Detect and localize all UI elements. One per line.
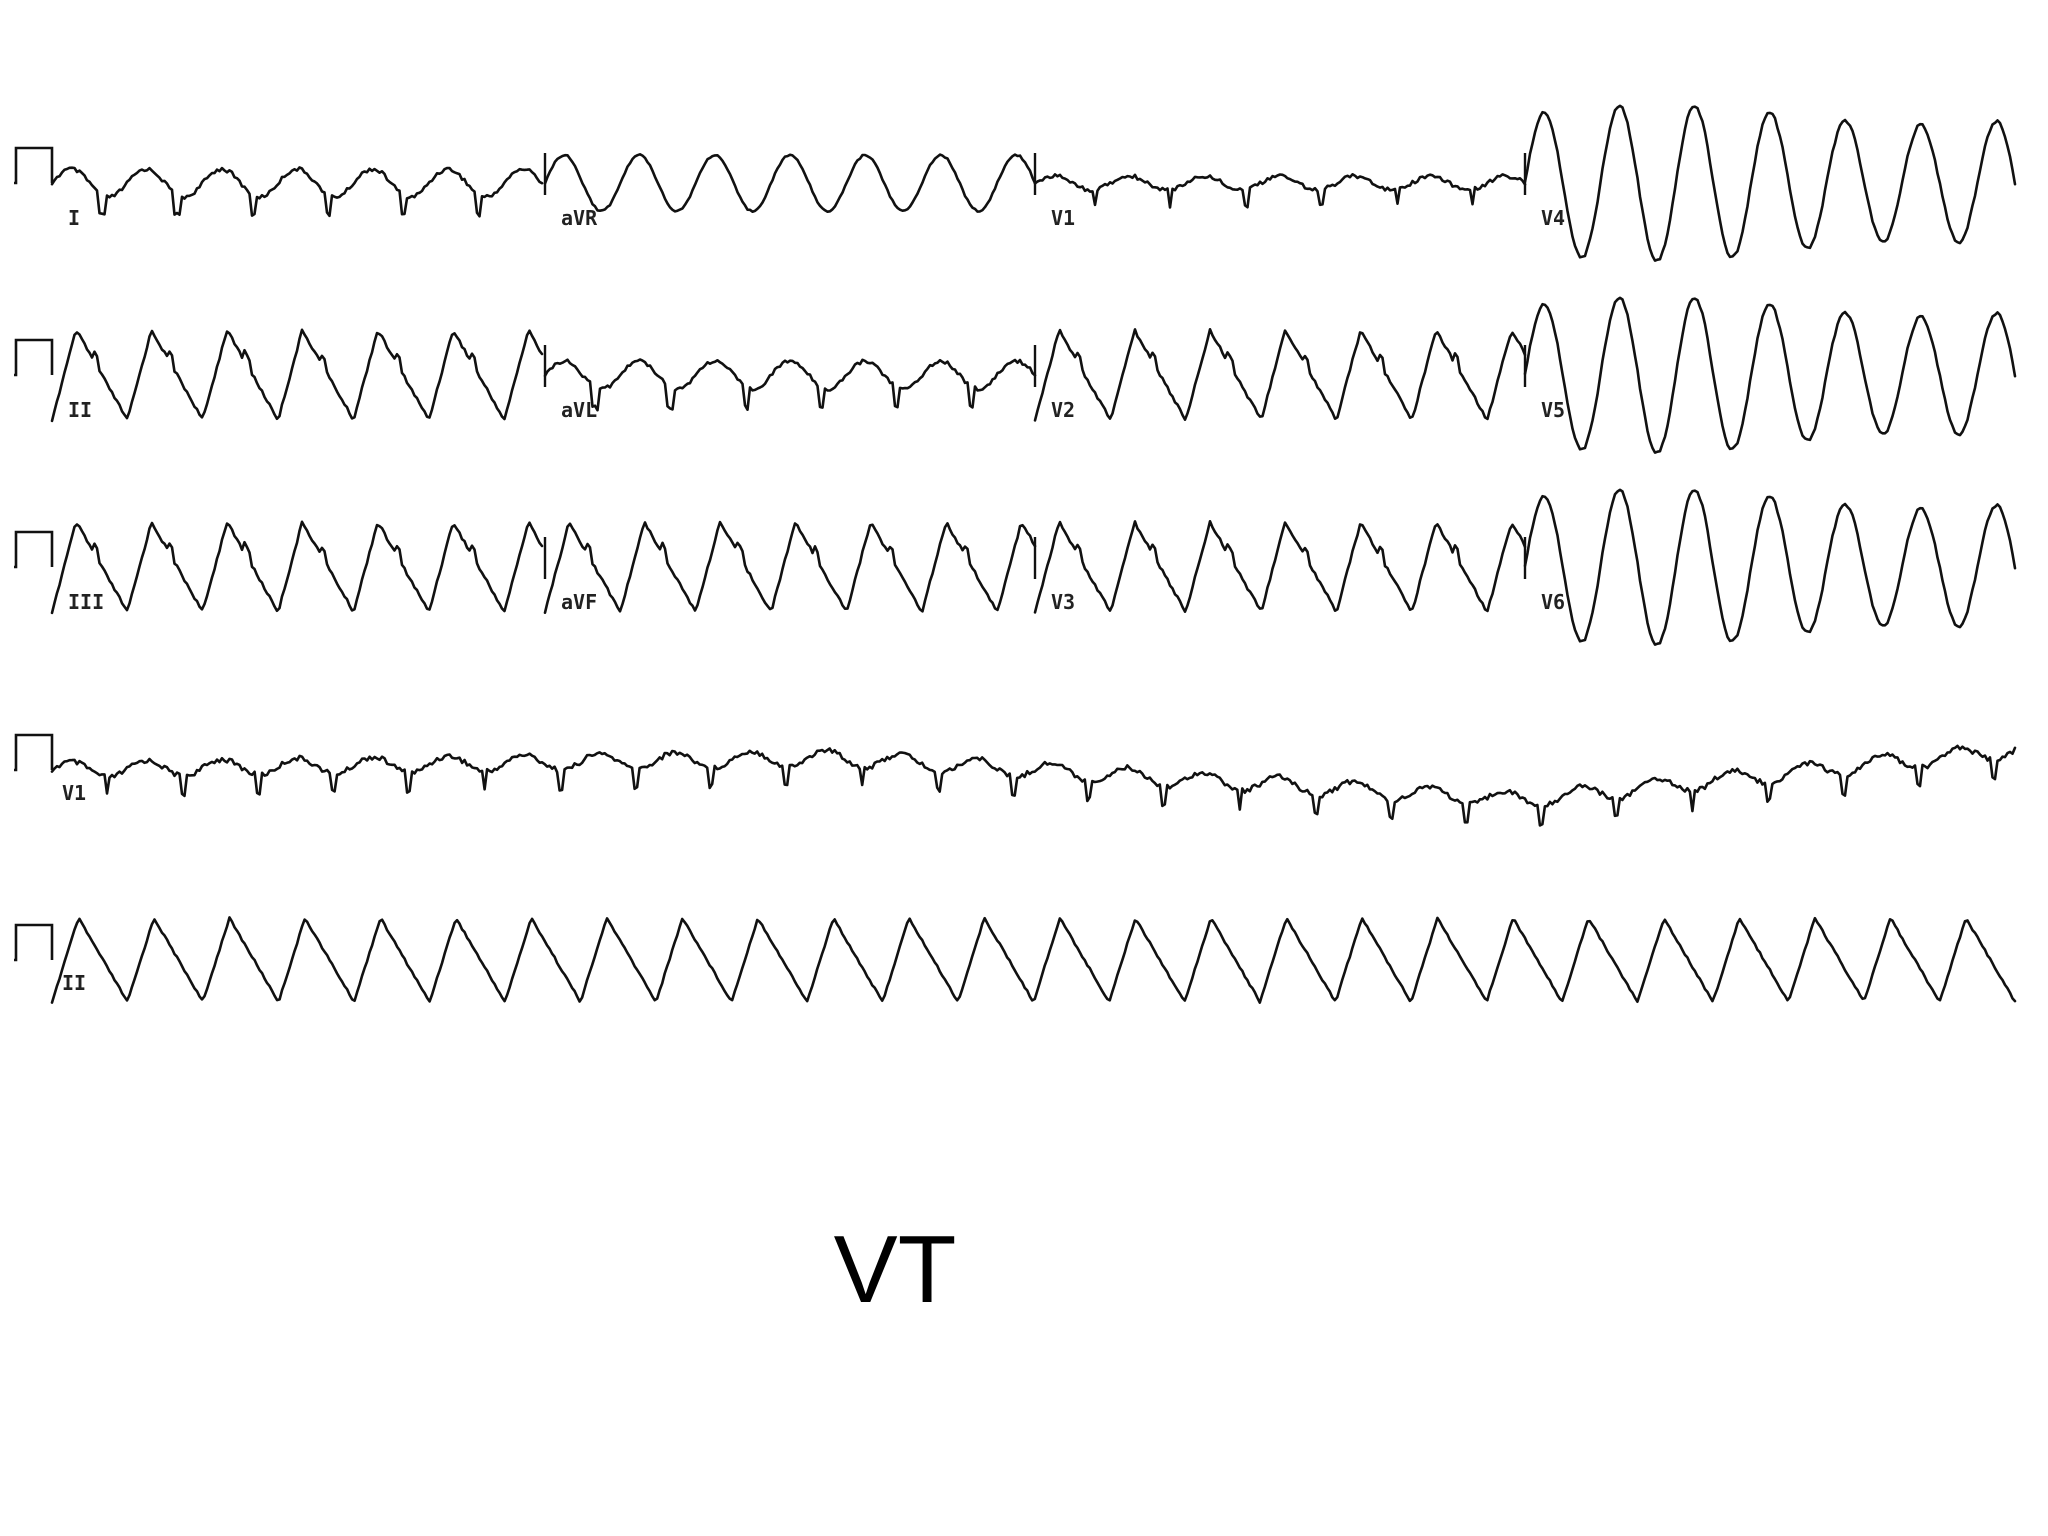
- lead-trace-avl: [543, 358, 1037, 412]
- lead-trace-v6: [1523, 488, 2017, 646]
- lead-label-v6: V6: [1541, 590, 1565, 614]
- lead-trace-v3: [1033, 520, 1527, 614]
- caption: VT: [833, 1216, 957, 1323]
- lead-trace-v4: [1523, 104, 2017, 262]
- calibration-pulse: [14, 733, 54, 772]
- lead-label-avr: aVR: [561, 206, 598, 230]
- calibration-pulse: [14, 923, 54, 962]
- rhythm-strip-ii: [50, 916, 2017, 1004]
- lead-label-v2: V2: [1051, 398, 1075, 422]
- lead-label-iii: III: [68, 590, 104, 614]
- calibration-pulse: [14, 530, 54, 569]
- rhythm-strip-v1: [50, 744, 2017, 827]
- lead-label-v4: V4: [1541, 206, 1565, 230]
- lead-label-rhythm-ii: II: [62, 971, 86, 995]
- calibration-pulse: [14, 338, 54, 377]
- lead-label-v5: V5: [1541, 398, 1565, 422]
- lead-label-ii: II: [68, 398, 92, 422]
- lead-trace-v1: [1033, 173, 1527, 209]
- lead-label-v3: V3: [1051, 590, 1075, 614]
- calibration-pulse: [14, 146, 54, 185]
- lead-trace-avf: [543, 520, 1037, 614]
- lead-trace-i: [50, 166, 544, 218]
- lead-trace-v5: [1523, 296, 2017, 454]
- lead-label-i: I: [68, 206, 80, 230]
- lead-label-rhythm-v1: V1: [62, 781, 86, 805]
- lead-label-v1: V1: [1051, 206, 1075, 230]
- lead-label-avf: aVF: [561, 590, 597, 614]
- lead-trace-iii: [50, 520, 544, 615]
- lead-trace-v2: [1033, 328, 1527, 422]
- lead-trace-avr: [543, 153, 1037, 213]
- lead-label-avl: aVL: [561, 398, 597, 422]
- lead-trace-ii: [50, 328, 544, 423]
